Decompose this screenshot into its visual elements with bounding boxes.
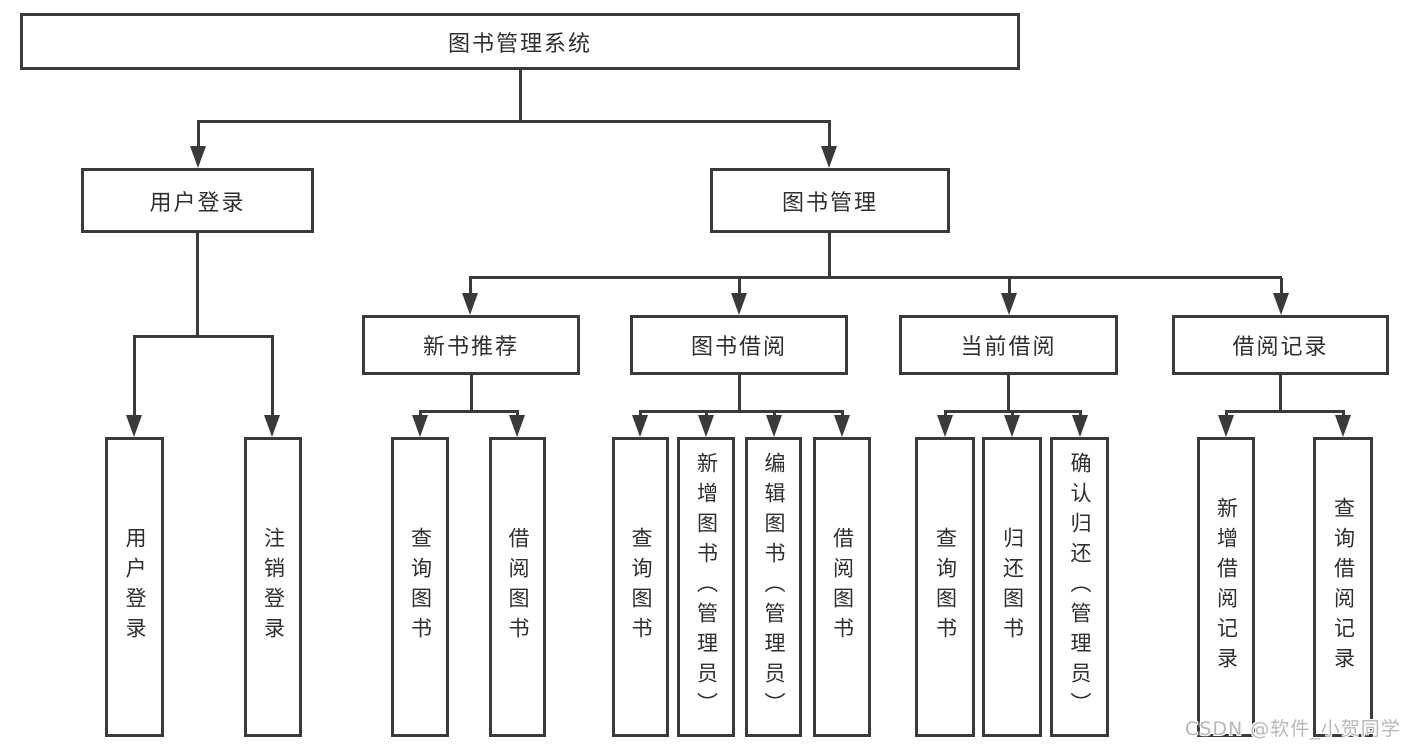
- connector-book-mgmt-drop: [828, 122, 831, 148]
- connector-records-branch: [1225, 410, 1344, 413]
- arrow-down-icon: [766, 415, 782, 437]
- arrow-down-icon: [1072, 415, 1088, 437]
- arrow-down-icon: [1273, 293, 1289, 315]
- leaf-borrow-books: 借阅图书: [813, 437, 871, 737]
- leaf-query-books-current: 查询图书: [915, 437, 975, 737]
- connector-mgmt-branch: [469, 276, 1282, 279]
- connector-drop: [944, 410, 947, 418]
- connector-drop: [1342, 410, 1345, 418]
- leaf-query-borrow-record: 查询借阅记录: [1313, 437, 1373, 737]
- arrow-down-icon: [632, 415, 648, 437]
- connector-mgmt-stem: [828, 233, 831, 278]
- connector-drop: [773, 410, 776, 418]
- connector-current-borrow-drop: [1008, 278, 1011, 295]
- leaf-add-borrow-record: 新增借阅记录: [1197, 437, 1255, 737]
- connector-root-branch: [197, 120, 831, 123]
- connector-borrow-branch: [639, 410, 843, 413]
- arrow-down-icon: [509, 415, 525, 437]
- arrow-down-icon: [462, 293, 478, 315]
- arrow-down-icon: [126, 415, 142, 437]
- node-new-book-recommend: 新书推荐: [362, 315, 580, 375]
- arrow-down-icon: [1001, 293, 1017, 315]
- node-book-management: 图书管理: [710, 168, 950, 233]
- arrow-down-icon: [698, 415, 714, 437]
- arrow-down-icon: [264, 415, 280, 437]
- arrow-down-icon: [1004, 415, 1020, 437]
- arrow-down-icon: [1335, 415, 1351, 437]
- leaf-return-book: 归还图书: [982, 437, 1042, 737]
- connector-drop: [1079, 410, 1082, 418]
- arrow-down-icon: [190, 146, 206, 168]
- leaf-user-login: 用户登录: [105, 437, 164, 737]
- connector-login-drop: [133, 337, 136, 417]
- leaf-edit-book-admin: 编辑图书（管理员）: [745, 437, 802, 737]
- connector-user-stem: [196, 233, 199, 337]
- csdn-watermark: CSDN @软件_小贺同学: [1185, 718, 1401, 740]
- connector-current-stem: [1007, 375, 1010, 412]
- leaf-add-book-admin: 新增图书（管理员）: [677, 437, 735, 737]
- arrow-down-icon: [937, 415, 953, 437]
- arrow-down-icon: [412, 415, 428, 437]
- connector-book-borrow-drop: [738, 278, 741, 295]
- leaf-query-books-borrow: 查询图书: [612, 437, 669, 737]
- arrow-down-icon: [1218, 415, 1234, 437]
- node-library-management-system: 图书管理系统: [20, 13, 1020, 70]
- connector-borrow-stem: [738, 375, 741, 412]
- connector-drop: [639, 410, 642, 418]
- connector-new-books-drop: [469, 278, 472, 295]
- connector-drop: [841, 410, 844, 418]
- leaf-query-books-recommend: 查询图书: [391, 437, 449, 737]
- connector-user-login-drop: [197, 122, 200, 148]
- leaf-borrow-books-recommend: 借阅图书: [489, 437, 546, 737]
- connector-drop: [705, 410, 708, 418]
- connector-user-branch: [133, 335, 274, 338]
- connector-drop: [419, 410, 422, 418]
- node-current-borrowing: 当前借阅: [899, 315, 1118, 375]
- connector-records-stem: [1279, 375, 1282, 412]
- connector-drop: [516, 410, 519, 418]
- arrow-down-icon: [834, 415, 850, 437]
- arrow-down-icon: [821, 146, 837, 168]
- connector-recommend-branch: [419, 410, 519, 413]
- node-borrowing-records: 借阅记录: [1172, 315, 1389, 375]
- leaf-confirm-return-admin: 确认归还（管理员）: [1050, 437, 1109, 737]
- connector-drop: [1225, 410, 1228, 418]
- connector-drop: [1011, 410, 1014, 418]
- connector-borrow-records-drop: [1280, 278, 1283, 295]
- connector-logout-drop: [271, 337, 274, 417]
- connector-recommend-stem: [470, 375, 473, 412]
- node-user-login: 用户登录: [81, 168, 314, 233]
- arrow-down-icon: [731, 293, 747, 315]
- leaf-logout: 注销登录: [244, 437, 302, 737]
- node-book-borrowing: 图书借阅: [630, 315, 848, 375]
- connector-root-stem: [519, 70, 522, 122]
